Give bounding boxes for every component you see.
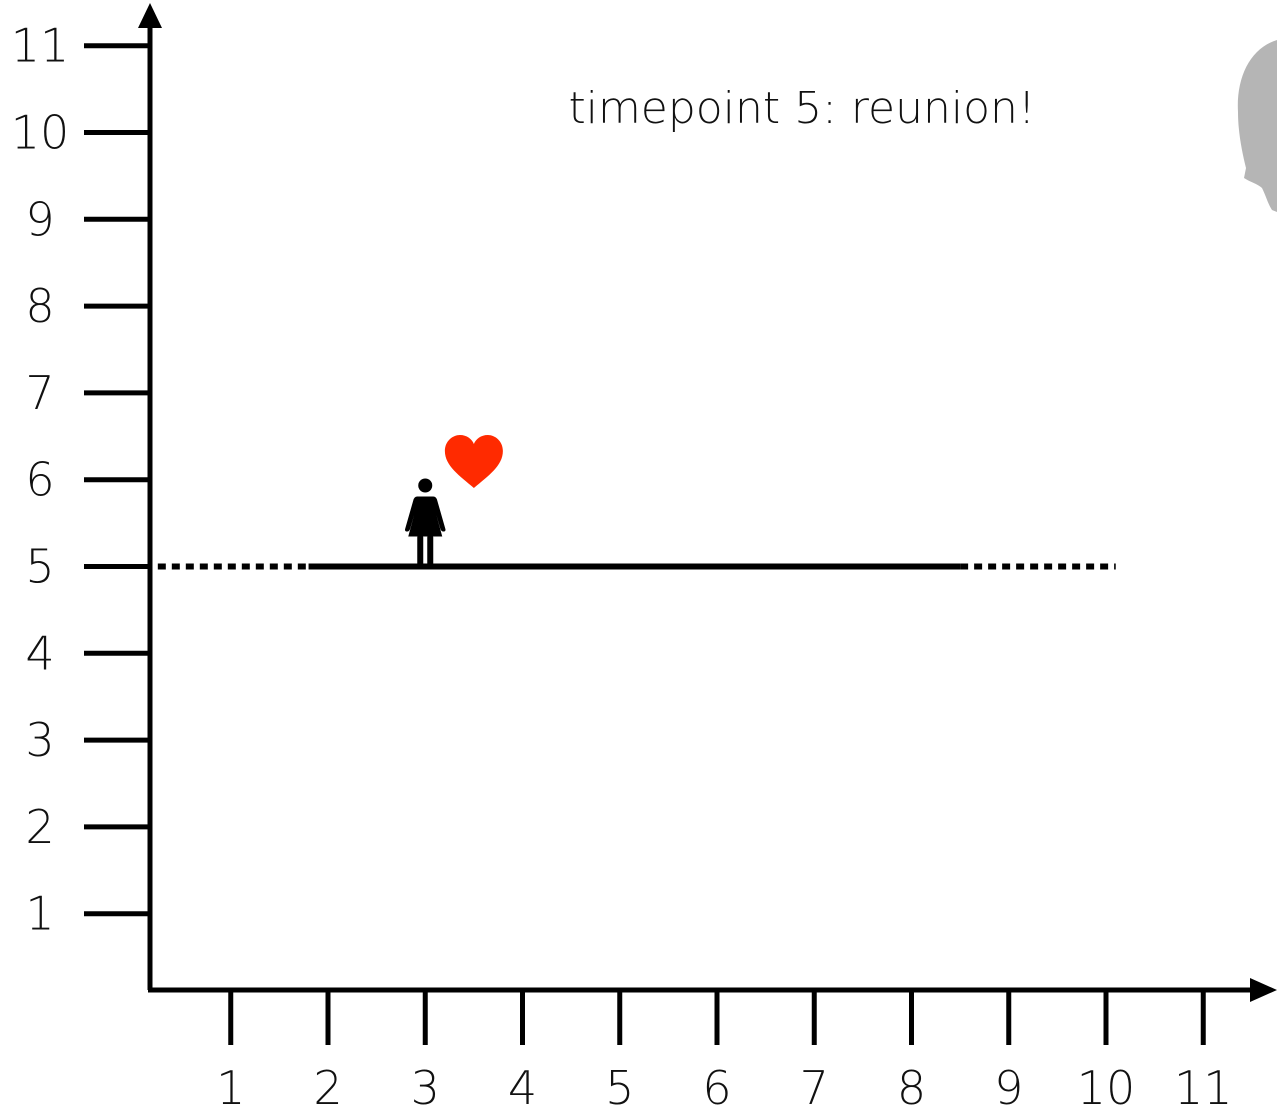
head-silhouette-icon	[1237, 40, 1277, 212]
x-ticks: 1 2 3 4 5 6 7 8 9 10 11	[216, 988, 1233, 1114]
x-tick-label: 8	[897, 1061, 926, 1114]
x-tick-label: 4	[508, 1061, 537, 1114]
y-tick-label: 7	[25, 366, 54, 420]
x-tick-label: 10	[1077, 1061, 1136, 1114]
y-tick-label: 11	[11, 19, 70, 73]
y-tick-label: 6	[25, 453, 54, 507]
x-tick-label: 9	[994, 1061, 1023, 1114]
title-text: timepoint 5: reunion!	[568, 83, 1035, 134]
y-tick-label: 9	[25, 192, 54, 246]
woman-icon	[405, 478, 446, 567]
axes	[138, 3, 1277, 1002]
x-tick-label: 1	[216, 1061, 245, 1114]
x-axis-arrow	[1250, 978, 1277, 1002]
x-tick-label: 6	[702, 1061, 731, 1114]
y-tick-label: 10	[11, 106, 70, 160]
heart-icon	[444, 435, 503, 489]
y-tick-label: 1	[25, 887, 54, 941]
y-tick-label: 2	[25, 800, 54, 854]
y-tick-label: 5	[25, 540, 54, 594]
y-axis-arrow	[138, 3, 162, 28]
x-tick-label: 11	[1174, 1061, 1233, 1114]
y-tick-label: 8	[25, 279, 54, 333]
y-tick-label: 4	[25, 626, 54, 680]
x-tick-label: 5	[605, 1061, 634, 1114]
x-tick-label: 7	[800, 1061, 829, 1114]
x-tick-label: 2	[313, 1061, 342, 1114]
y-tick-label: 3	[25, 713, 54, 767]
y-ticks: 1 2 3 4 5 6 7 8 9 10 11	[11, 19, 150, 941]
x-tick-label: 3	[411, 1061, 440, 1114]
